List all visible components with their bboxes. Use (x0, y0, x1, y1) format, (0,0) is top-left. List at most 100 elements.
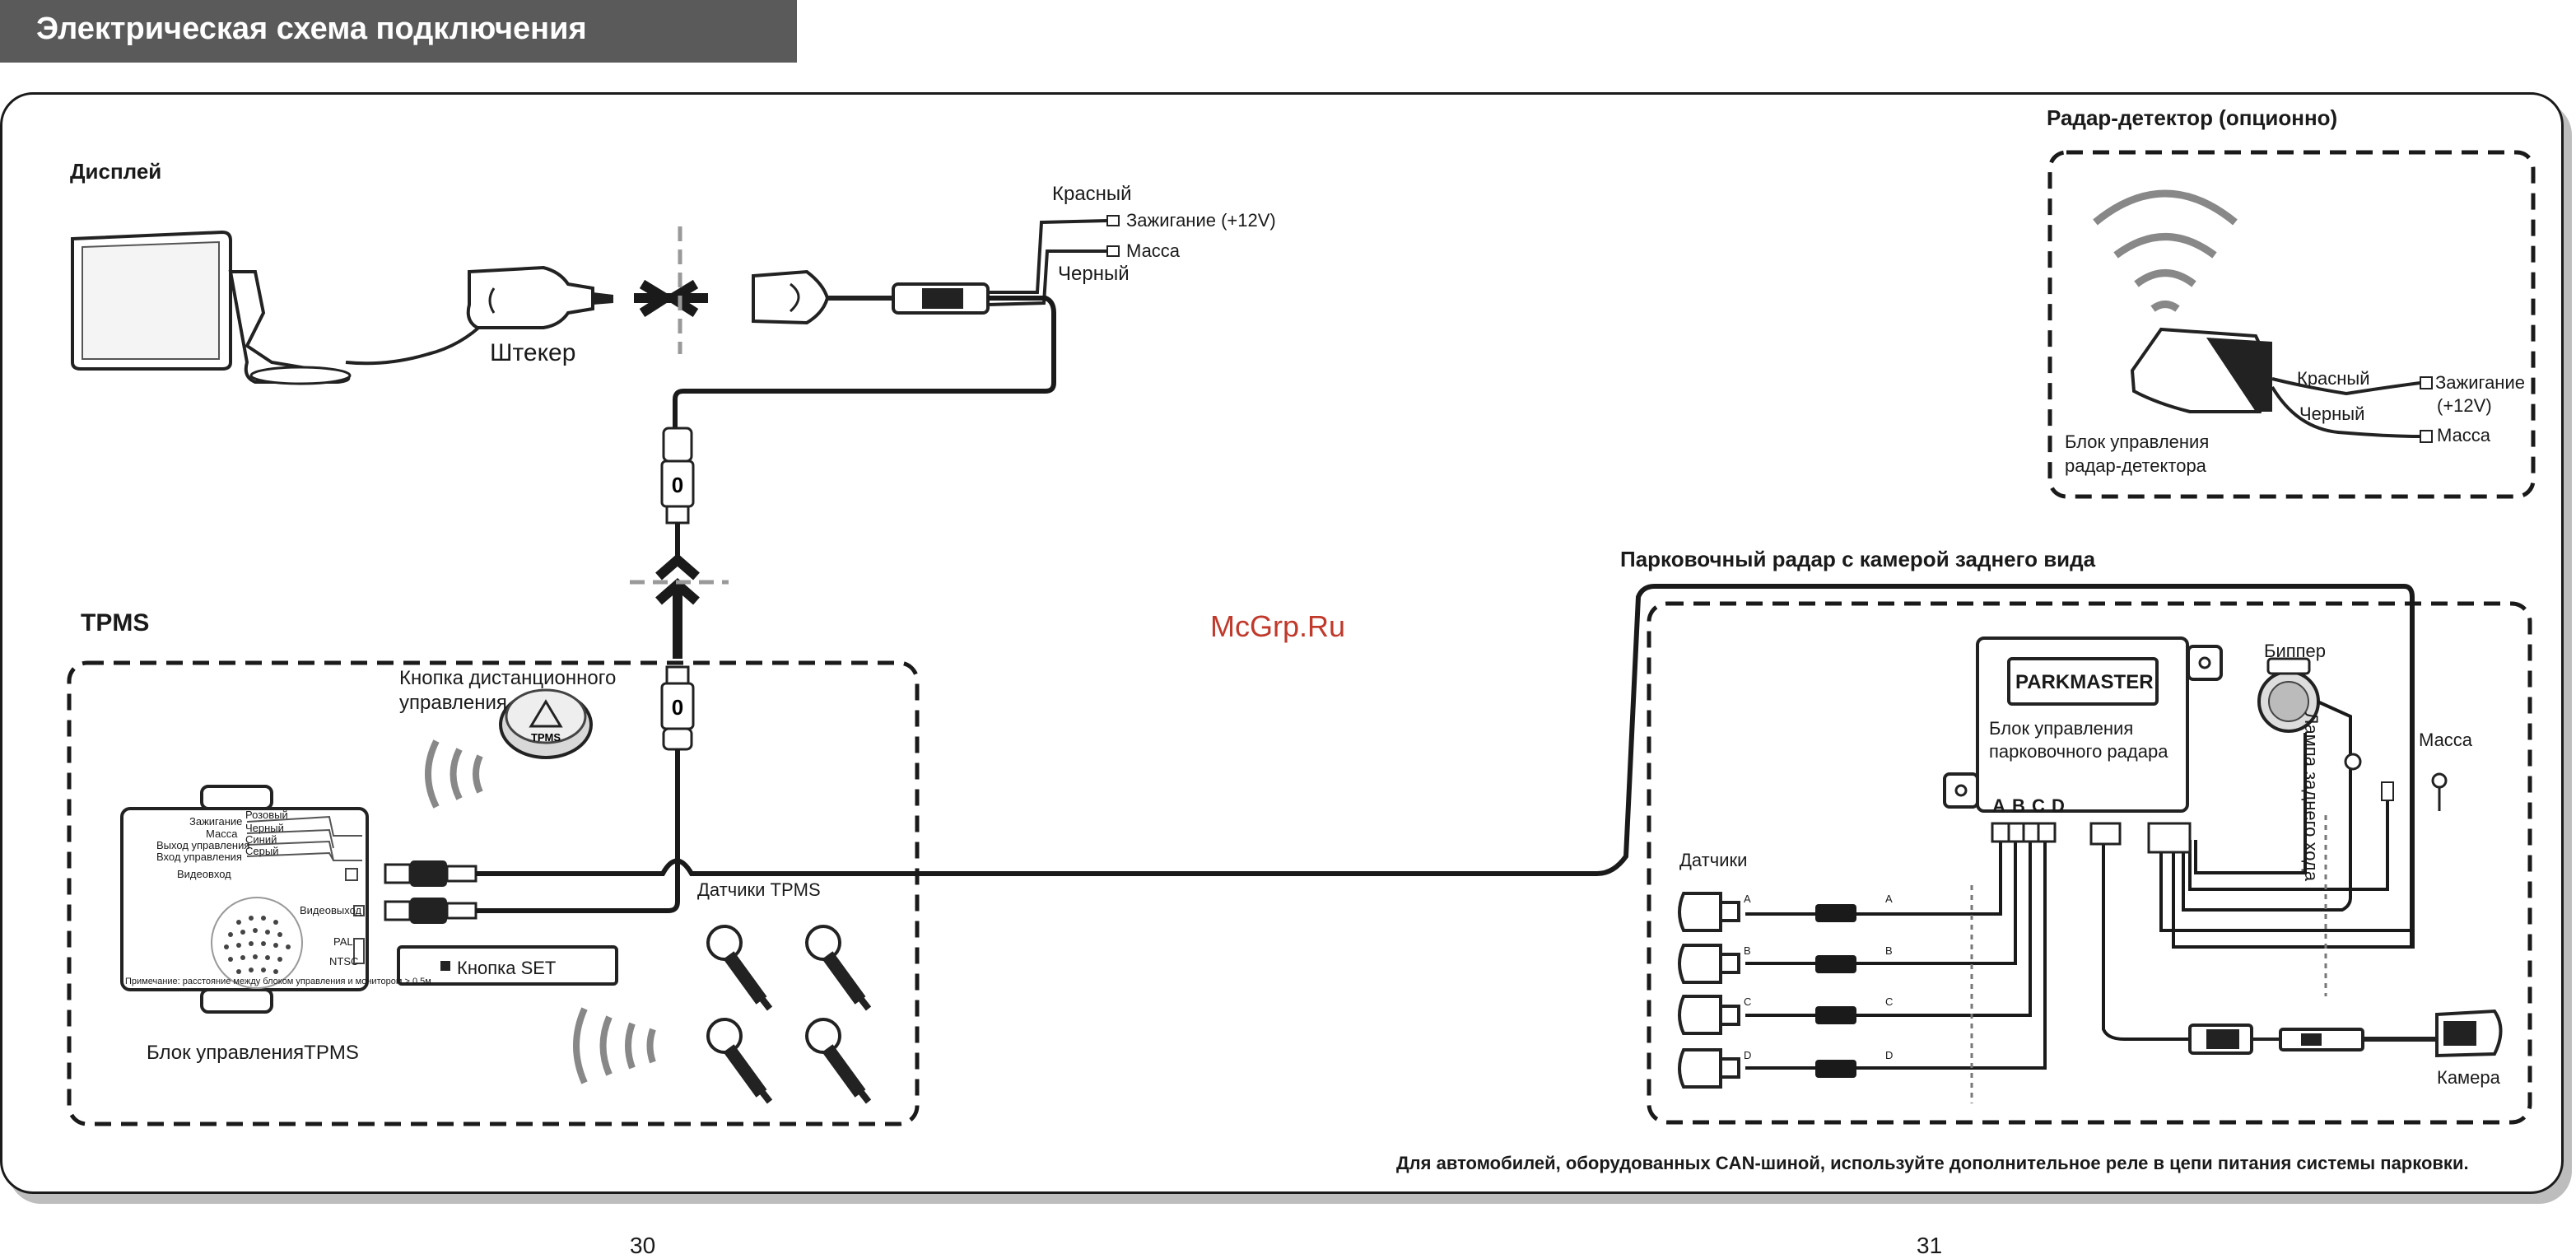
tpms-row-left-2: Выход управления (156, 839, 250, 851)
diagram-frame (0, 92, 2564, 1194)
radar-red-label: Красный (2297, 368, 2370, 389)
svg-text:0: 0 (672, 695, 683, 720)
remote-logo-text: TPMS (531, 731, 561, 744)
parking-sensors (1678, 892, 1740, 1089)
port-label-c: C (2032, 795, 2045, 816)
radar-ground-label: Масса (2437, 425, 2491, 445)
sensor-cable-letter-a: A (1885, 893, 1893, 905)
radar-black-label: Черный (2299, 403, 2365, 424)
rca-connection-arrow (655, 553, 700, 659)
display-main-cable (673, 296, 1056, 428)
remote-signal-waves (425, 739, 483, 809)
tpms-row-left-3: Вход управления (156, 851, 242, 863)
tpms-video-out: Видеовыход (300, 904, 362, 916)
sensor-letter-b: B (1744, 944, 1751, 957)
tpms-remote-button: TPMS (499, 688, 593, 759)
tpms-video-in: Видеовход (177, 868, 231, 880)
tpms-row-right-3: Серый (245, 845, 279, 857)
ground-terminal (2431, 772, 2448, 811)
tpms-row-right-1: Черный (245, 822, 284, 834)
power-black-label: Черный (1058, 263, 1130, 285)
sensor-cable-letter-b: B (1885, 944, 1893, 957)
splitter-box (892, 282, 990, 315)
radar-unit-label-2: радар-детектора (2065, 455, 2206, 476)
tpms-row-left-1: Масса (206, 828, 238, 840)
camera-cable (2188, 1024, 2437, 1055)
set-button-label: Кнопка SET (457, 958, 557, 978)
reverse-lamp-terminal (2344, 753, 2394, 801)
tpms-row-right-2: Синий (245, 833, 277, 846)
radar-detector-zone (2047, 150, 2536, 499)
rca-connector-bottom: 0 (660, 665, 695, 751)
power-ground-label: Масса (1126, 240, 1181, 261)
page-title: Электрическая схема подключения (36, 12, 587, 46)
tpms-sensors (706, 925, 872, 1104)
tpms-to-display-cable (476, 848, 680, 913)
port-label-b: B (2012, 795, 2025, 816)
reverse-lamp-label: Лампа заднего хода (2301, 712, 2322, 882)
plug-connection-arrow (634, 279, 708, 318)
tpms-title: TPMS (81, 609, 150, 636)
beeper (2257, 657, 2320, 733)
sensor-letter-d: D (1744, 1049, 1752, 1061)
radar-ignition-label: Зажигание (2435, 372, 2525, 393)
tpms-row-right-0: Розовый (245, 809, 288, 821)
tpms-box-note: Примечание: расстояние между блоком упра… (125, 977, 431, 986)
sensor-cable-letter-d: D (1885, 1049, 1894, 1061)
parking-radar-zone (1647, 601, 2532, 1125)
radar-unit-label-1: Блок управления (2065, 431, 2210, 452)
cigarette-plug (466, 265, 613, 329)
rca-connector-top: 0 (660, 427, 695, 525)
tpms-unit-label: Блок управленияTPMS (147, 1042, 359, 1064)
sensor-signal-waves (573, 1007, 656, 1084)
sensor-letter-a: A (1744, 893, 1751, 905)
parking-sensors-label: Датчики (1679, 850, 1748, 870)
beeper-label: Биппер (2264, 641, 2327, 661)
radar-detector-title: Радар-детектор (опционно) (2047, 105, 2338, 130)
rear-camera (2435, 1009, 2503, 1058)
sensor-cable-connectors (1815, 904, 1856, 1078)
tpms-video-cable (476, 584, 2415, 949)
power-ignition-label: Зажигание (+12V) (1126, 210, 1276, 231)
watermark: McGrp.Ru (1210, 609, 1346, 643)
tpms-rca-outputs (384, 860, 477, 924)
sensor-cable-letter-c: C (1885, 996, 1894, 1008)
tpms-row-left-0: Зажигание (189, 815, 243, 828)
power-wire-red (988, 219, 1108, 294)
header-bar: Электрическая схема подключения (0, 0, 797, 63)
radar-ignition-voltage: (+12V) (2437, 395, 2492, 416)
parkmaster-brand: PARKMASTER (2015, 671, 2154, 693)
power-red-label: Красный (1052, 183, 1132, 205)
parkmaster-control-unit (1943, 636, 2223, 813)
display-monitor (71, 230, 352, 385)
remote-label-1: Кнопка дистанционного (399, 667, 617, 689)
display-cable (345, 319, 487, 366)
radar-wire-black (2271, 385, 2421, 438)
tpms-pal: PAL (333, 935, 353, 948)
display-title: Дисплей (70, 159, 162, 184)
sensor-letter-c: C (1744, 996, 1752, 1008)
tpms-zone (67, 660, 920, 1126)
tpms-ntsc: NTSC (329, 955, 359, 968)
set-button (397, 945, 618, 986)
camera-label: Камера (2437, 1067, 2500, 1088)
parking-radar-title: Парковочный радар с камерой заднего вида (1620, 547, 2096, 571)
page-number-right: 31 (1917, 1233, 1943, 1258)
svg-text:0: 0 (672, 473, 683, 497)
parking-port-connectors (1991, 822, 2192, 854)
radar-wire-red (2271, 377, 2421, 396)
tpms-control-unit (120, 785, 369, 1014)
page-number-left: 30 (630, 1233, 656, 1258)
port-label-a: A (1992, 795, 2005, 816)
parking-unit-label-1: Блок управления (1989, 718, 2134, 739)
footer-note: Для автомобилей, оборудованных CAN-шиной… (1396, 1153, 2469, 1173)
radar-signal-waves (2093, 189, 2238, 312)
radar-detector-unit (2130, 327, 2272, 413)
parking-unit-label-2: парковочного радара (1989, 741, 2168, 762)
power-wire-black (987, 249, 1107, 306)
cigarette-socket (752, 269, 893, 325)
parking-ground-label: Масса (2419, 730, 2473, 750)
plug-label: Штекер (490, 339, 576, 366)
tpms-sensors-label: Датчики TPMS (697, 879, 821, 900)
